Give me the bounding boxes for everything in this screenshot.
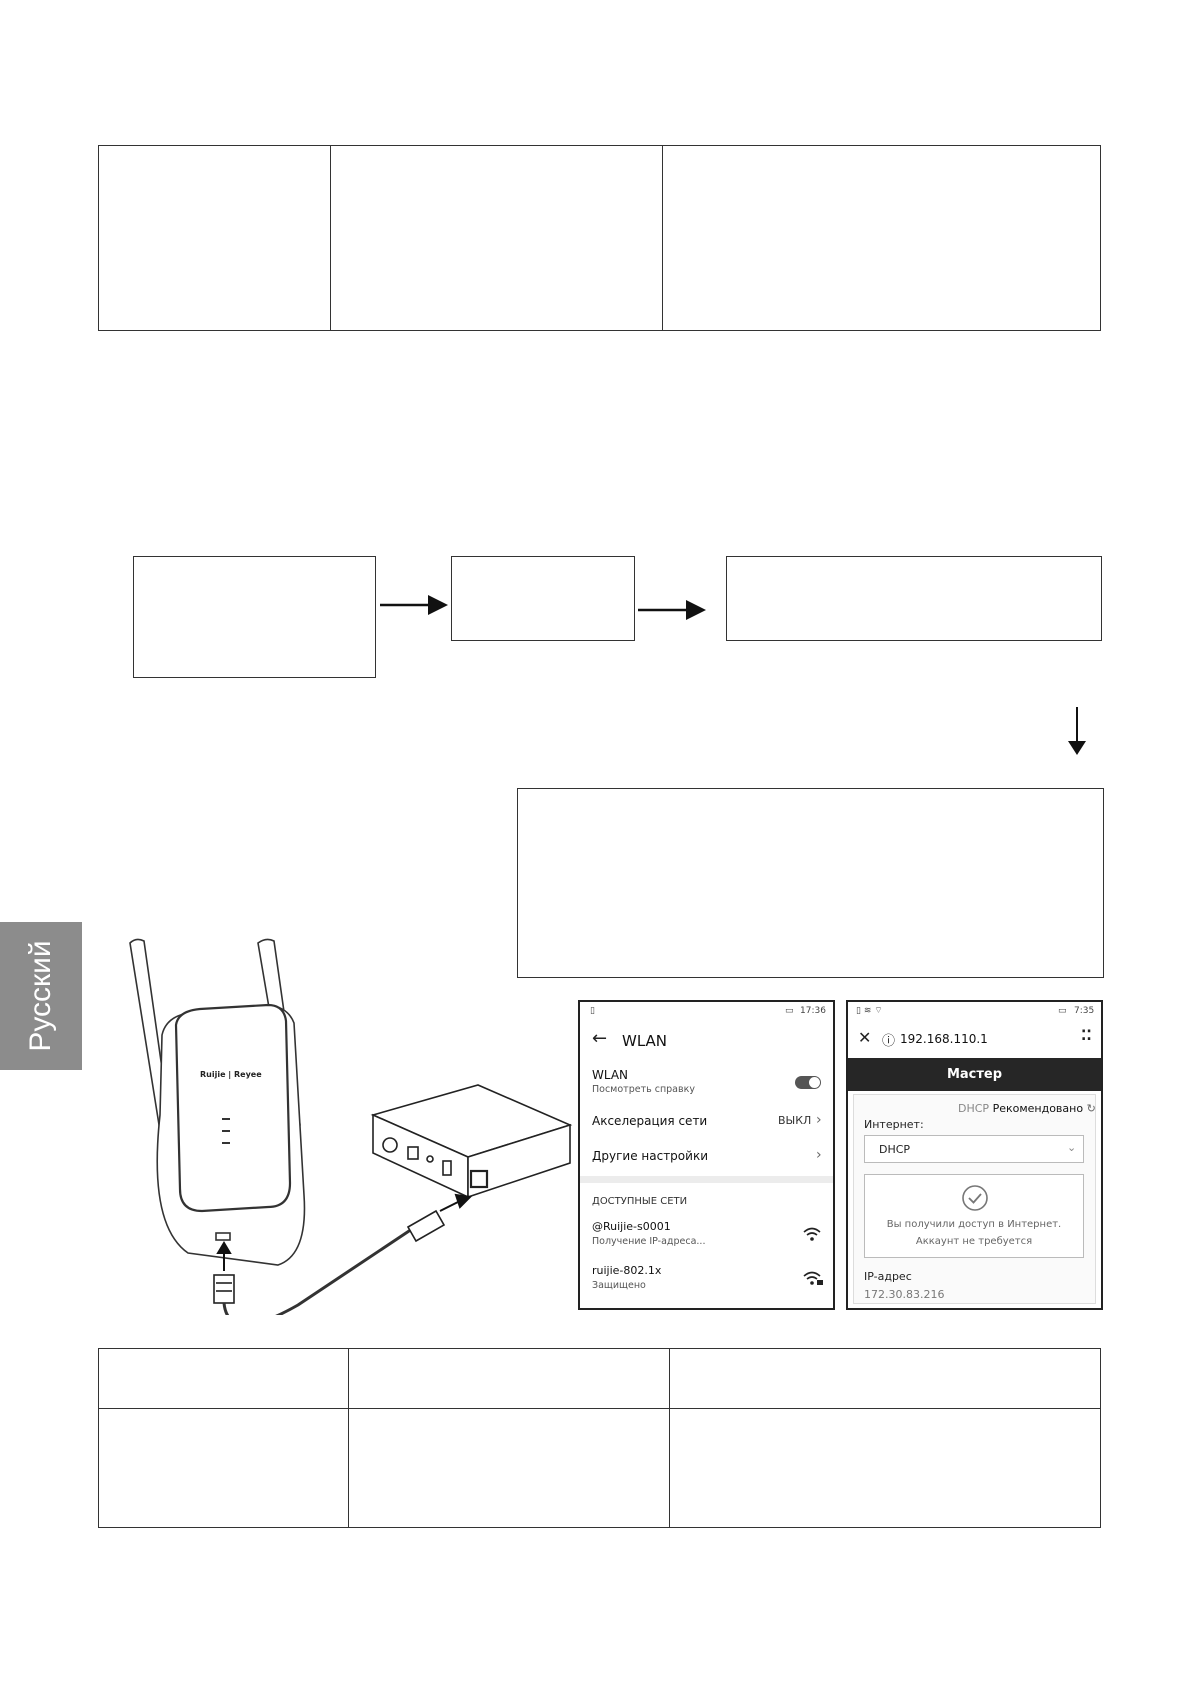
top-table-divider-2 <box>662 146 663 330</box>
network-name: @Ruijie-s0001 <box>592 1220 671 1233</box>
internet-type-select[interactable]: DHCP ⌄ <box>864 1135 1084 1163</box>
arrow-right-icon <box>380 595 448 615</box>
bottom-table-divider-1 <box>348 1349 349 1527</box>
chevron-right-icon: › <box>816 1147 822 1163</box>
bottom-table <box>98 1348 1101 1528</box>
close-icon[interactable]: ✕ <box>858 1028 872 1047</box>
bottom-table-divider-2 <box>669 1349 670 1527</box>
network-name: ruijie-802.1x <box>592 1264 662 1277</box>
language-tab-label: Русский <box>24 940 57 1052</box>
select-value: DHCP <box>879 1143 911 1156</box>
flow-step-3 <box>726 556 1102 641</box>
check-circle-icon <box>962 1185 988 1211</box>
repeater-device <box>129 938 306 1266</box>
network-acceleration-row[interactable]: Акселерация сети ВЫКЛ › <box>592 1112 825 1132</box>
recommended-row: DHCP Рекомендовано ↻ <box>958 1102 1098 1118</box>
ethernet-connector <box>406 1209 446 1243</box>
menu-dots-icon[interactable]: ⁚⁚ <box>1081 1028 1092 1044</box>
arrow-down-icon <box>1068 707 1086 755</box>
success-card: Вы получили доступ в Интернет. Аккаунт н… <box>864 1174 1084 1258</box>
wizard-title: Мастер <box>946 1067 1003 1082</box>
wlan-label: WLAN <box>592 1068 629 1082</box>
flow-step-1 <box>133 556 376 678</box>
network-status: Защищено <box>592 1280 646 1291</box>
ethernet-connector <box>213 1274 235 1304</box>
refresh-icon[interactable]: ↻ <box>1086 1102 1096 1115</box>
top-table <box>98 145 1101 331</box>
info-icon: ⓘ <box>882 1034 896 1049</box>
flow-step-2 <box>451 556 635 641</box>
other-settings-label: Другие настройки <box>592 1149 708 1163</box>
status-time: 17:36 <box>800 1006 826 1016</box>
ip-label: IP-адрес <box>864 1270 912 1283</box>
recommended-label: Рекомендовано <box>992 1102 1084 1115</box>
wlan-toggle-row[interactable]: WLAN Посмотреть справку <box>592 1068 825 1098</box>
success-line-1: Вы получили доступ в Интернет. <box>886 1219 1062 1230</box>
wifi-icon <box>803 1227 821 1241</box>
router-box <box>370 1084 573 1199</box>
other-settings-row[interactable]: Другие настройки › <box>592 1147 825 1167</box>
flow-step-4 <box>517 788 1104 978</box>
arrow-right-icon <box>638 600 706 620</box>
wlan-help-link[interactable]: Посмотреть справку <box>592 1084 695 1095</box>
wlan-toggle[interactable] <box>795 1076 821 1089</box>
ip-value: 172.30.83.216 <box>864 1288 945 1301</box>
battery-icon: ▭ <box>1058 1006 1067 1016</box>
device-brand: Ruijie | Reyee <box>200 1070 262 1079</box>
signal-icon: ▯ ≋ ⌔ <box>856 1006 883 1016</box>
wizard-bar: Мастер <box>848 1058 1101 1091</box>
network-item[interactable]: @Ruijie-s0001 Получение IP-адреса... <box>592 1220 825 1252</box>
network-item[interactable]: ruijie-802.1x Защищено <box>592 1264 825 1296</box>
language-tab: Русский <box>0 922 82 1070</box>
network-status: Получение IP-адреса... <box>592 1236 706 1247</box>
battery-icon: ▭ <box>785 1006 794 1016</box>
section-separator <box>580 1176 833 1183</box>
dhcp-tag: DHCP <box>958 1102 990 1115</box>
accel-value: ВЫКЛ <box>778 1114 812 1127</box>
success-line-2: Аккаунт не требуется <box>915 1236 1033 1247</box>
sim-icon: ▯ <box>590 1006 595 1016</box>
available-networks-header: ДОСТУПНЫЕ СЕТИ <box>592 1196 688 1207</box>
top-table-divider-1 <box>330 146 331 330</box>
internet-label: Интернет: <box>864 1118 924 1131</box>
status-time: 7:35 <box>1074 1006 1095 1016</box>
chevron-down-icon: ⌄ <box>1067 1141 1077 1154</box>
back-arrow-icon[interactable]: ← <box>592 1028 608 1049</box>
wifi-locked-icon <box>803 1271 823 1285</box>
accel-label: Акселерация сети <box>592 1114 708 1128</box>
bottom-table-header-rule <box>99 1408 1100 1409</box>
arrow-up-icon <box>216 1241 232 1271</box>
device-illustration: Ruijie | Reyee <box>129 938 573 1315</box>
phone-wlan-screen: ▯ ▭ 17:36 ← WLAN WLAN Посмотреть справку… <box>578 1000 835 1310</box>
chevron-right-icon: › <box>816 1112 822 1128</box>
ethernet-cable <box>222 1223 419 1315</box>
wlan-title: WLAN <box>622 1032 668 1050</box>
arrow-right-icon <box>439 1193 473 1212</box>
url-text[interactable]: 192.168.110.1 <box>900 1032 988 1046</box>
phone-browser-screen: ▯ ≋ ⌔ ▭ 7:35 ✕ ⓘ 192.168.110.1 ⁚⁚ Мастер… <box>846 1000 1103 1310</box>
